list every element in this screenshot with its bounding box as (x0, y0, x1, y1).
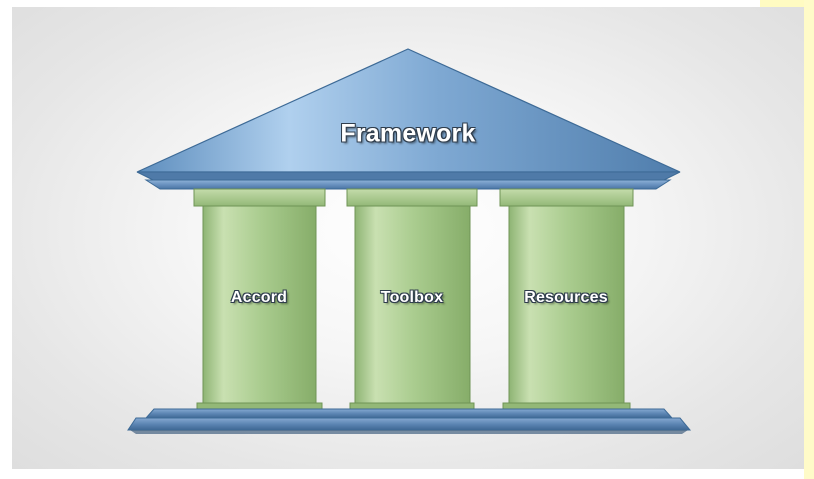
pillar-plinth (196, 402, 323, 410)
entablature-beam (144, 179, 672, 190)
pillar-capital (346, 188, 478, 207)
side-strip (804, 0, 814, 479)
corner-tab (760, 0, 814, 7)
roof-shape (136, 48, 681, 173)
pillar-plinth (349, 402, 475, 410)
roof-label: Framework (340, 119, 476, 148)
pillar-2 (346, 188, 478, 410)
base-step-bottom (127, 417, 692, 431)
base-shadow (130, 430, 688, 434)
pillar-label-accord: Accord (230, 289, 288, 306)
pillar-plinth (502, 402, 631, 410)
base-step-top (144, 408, 674, 419)
pillar-shaft (202, 205, 317, 404)
pillar-3 (499, 188, 634, 410)
pillar-capital (193, 188, 326, 207)
roof-cornice (136, 171, 681, 181)
pillar-label-toolbox: Toolbox (380, 289, 444, 306)
pillar-capital (499, 188, 634, 207)
pillar-shaft (354, 205, 471, 404)
pillar-label-resources: Resources (524, 289, 608, 306)
